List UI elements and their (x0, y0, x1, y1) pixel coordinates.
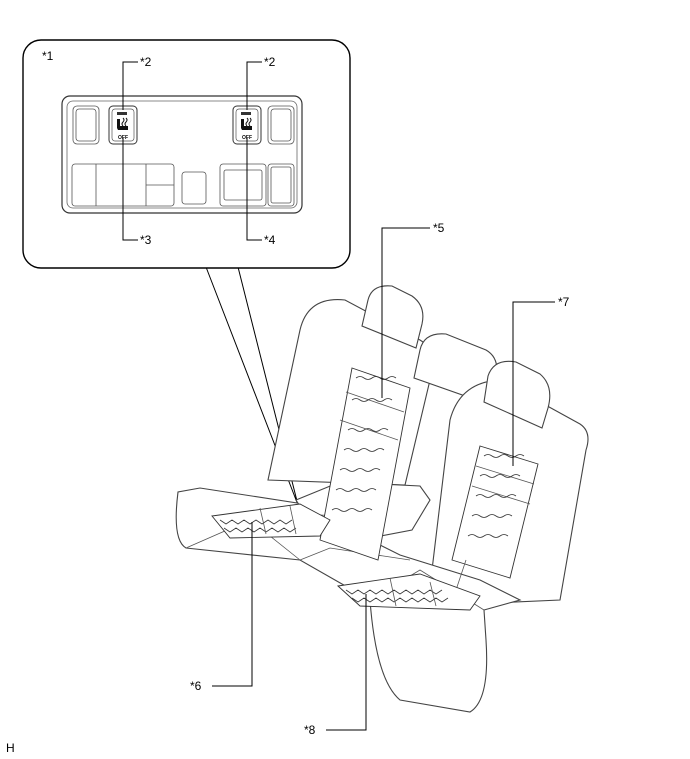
indicator-light-left (117, 112, 127, 115)
panel-button-top-left (72, 105, 100, 145)
label-8: *8 (304, 723, 316, 737)
label-6: *6 (190, 679, 202, 693)
label-7: *7 (558, 295, 570, 309)
leader-3 (122, 138, 138, 241)
seat-heater-icon (117, 117, 128, 130)
leader-4 (246, 138, 262, 241)
leader-2-left (122, 61, 138, 110)
switch-panel: OFF OFF (61, 95, 303, 214)
figure-code: H (6, 741, 15, 755)
indicator-light-right (241, 112, 251, 115)
cushion-heater-left (211, 503, 331, 539)
panel-button-top-right (267, 105, 295, 145)
seat-heater-switch-right: OFF (232, 105, 262, 145)
leader-7 (512, 301, 555, 466)
rear-seat (175, 285, 589, 713)
seat-heater-icon (241, 117, 252, 130)
leader-8 (326, 594, 367, 731)
label-2-right: *2 (264, 55, 276, 69)
seat-cushion (175, 487, 522, 713)
cushion-heater-right (336, 573, 481, 611)
panel-button-bottom-right-group (219, 163, 267, 207)
label-1: *1 (42, 49, 54, 63)
label-5: *5 (433, 221, 445, 235)
leader-5 (381, 227, 430, 398)
leader-6 (212, 522, 253, 687)
headrest-right (483, 360, 551, 429)
label-2-left: *2 (140, 55, 152, 69)
callout-detail: *1 OFF (22, 39, 351, 506)
seatback-heater-left (319, 367, 411, 561)
headrest-left (361, 285, 424, 349)
label-3: *3 (140, 233, 152, 247)
panel-button-bottom-center (181, 171, 207, 205)
label-4: *4 (264, 233, 276, 247)
seatback-heater-right (451, 445, 539, 597)
leader-2-right (246, 61, 262, 110)
